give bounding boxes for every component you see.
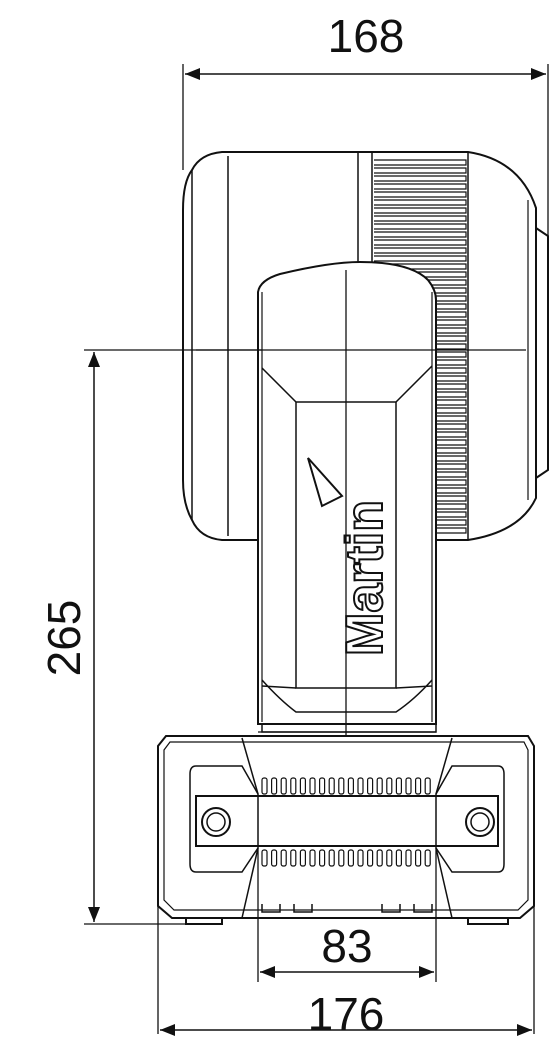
fin-slot <box>374 191 467 198</box>
fin-slot <box>436 303 467 310</box>
fin-slot <box>436 343 467 350</box>
fin-slot <box>436 503 467 510</box>
fin-slot <box>374 167 467 174</box>
fin-slot <box>374 159 467 166</box>
fin-slot <box>436 335 467 342</box>
fin-slot <box>374 247 467 254</box>
vent-slot <box>367 777 374 795</box>
fin-slot <box>374 207 467 214</box>
base-vents-top <box>261 777 431 795</box>
fin-slot <box>436 439 467 446</box>
dimension-83: 83 <box>257 848 437 982</box>
fin-slot <box>436 495 467 502</box>
fin-slot <box>436 487 467 494</box>
fin-slot <box>374 231 467 238</box>
dimension-265: 265 <box>38 349 262 925</box>
vent-slot <box>357 849 364 867</box>
vent-slot <box>271 849 278 867</box>
vent-slot <box>299 849 306 867</box>
fin-slot <box>374 183 467 190</box>
vent-slot <box>395 777 402 795</box>
fin-slot <box>436 423 467 430</box>
vent-slot <box>405 777 412 795</box>
vent-slot <box>415 777 422 795</box>
fin-slot <box>436 511 467 518</box>
vent-slot <box>309 777 316 795</box>
vent-slot <box>290 777 297 795</box>
vent-slot <box>290 849 297 867</box>
dimension-168: 168 <box>182 10 549 236</box>
fin-slot <box>436 447 467 454</box>
fin-slot <box>374 215 467 222</box>
vent-slot <box>376 777 383 795</box>
fin-slot <box>436 367 467 374</box>
fin-slot <box>436 463 467 470</box>
dimension-176: 176 <box>157 906 535 1037</box>
fin-slot <box>436 415 467 422</box>
vent-slot <box>319 849 326 867</box>
fin-slot <box>436 383 467 390</box>
fin-slot <box>374 223 467 230</box>
dimension-176-label: 176 <box>308 988 385 1037</box>
vent-slot <box>386 777 393 795</box>
fin-slot <box>374 175 467 182</box>
fin-slot <box>374 255 467 262</box>
fin-slot <box>374 263 467 270</box>
base <box>157 735 535 925</box>
fin-slot <box>436 431 467 438</box>
vent-slot <box>261 849 268 867</box>
fin-slot <box>436 399 467 406</box>
fin-slot <box>436 407 467 414</box>
dimension-265-label: 265 <box>38 600 90 677</box>
fin-slot <box>436 375 467 382</box>
fin-slot <box>436 351 467 358</box>
fin-slot <box>436 311 467 318</box>
vent-slot <box>347 777 354 795</box>
fin-slot <box>436 519 467 526</box>
vent-slot <box>338 849 345 867</box>
fin-slot <box>436 295 467 302</box>
vent-slot <box>415 849 422 867</box>
fin-slot <box>436 391 467 398</box>
vent-slot <box>405 849 412 867</box>
logo-triangle-icon <box>307 457 344 508</box>
vent-slot <box>280 777 287 795</box>
fin-slot <box>436 319 467 326</box>
vent-slot <box>357 777 364 795</box>
vent-slot <box>424 849 431 867</box>
logo-text: Martin <box>336 500 394 656</box>
fin-slot <box>436 327 467 334</box>
fin-slot <box>374 239 467 246</box>
vent-slot <box>309 849 316 867</box>
base-vents-bottom <box>261 849 431 867</box>
fin-slot <box>436 359 467 366</box>
vent-slot <box>338 777 345 795</box>
fin-slot <box>436 527 467 534</box>
vent-slot <box>424 777 431 795</box>
dimension-83-label: 83 <box>321 920 372 972</box>
vent-slot <box>328 777 335 795</box>
dimension-168-label: 168 <box>328 10 405 62</box>
fin-slot <box>436 455 467 462</box>
vent-slot <box>261 777 268 795</box>
fin-slot <box>436 471 467 478</box>
vent-slot <box>376 849 383 867</box>
vent-slot <box>395 849 402 867</box>
vent-slot <box>299 777 306 795</box>
vent-slot <box>271 777 278 795</box>
vent-slot <box>319 777 326 795</box>
vent-slot <box>280 849 287 867</box>
fin-slot <box>436 479 467 486</box>
yoke-arm <box>257 260 437 733</box>
vent-slot <box>367 849 374 867</box>
vent-slot <box>347 849 354 867</box>
vent-slot <box>386 849 393 867</box>
fin-slot <box>374 199 467 206</box>
vent-slot <box>328 849 335 867</box>
